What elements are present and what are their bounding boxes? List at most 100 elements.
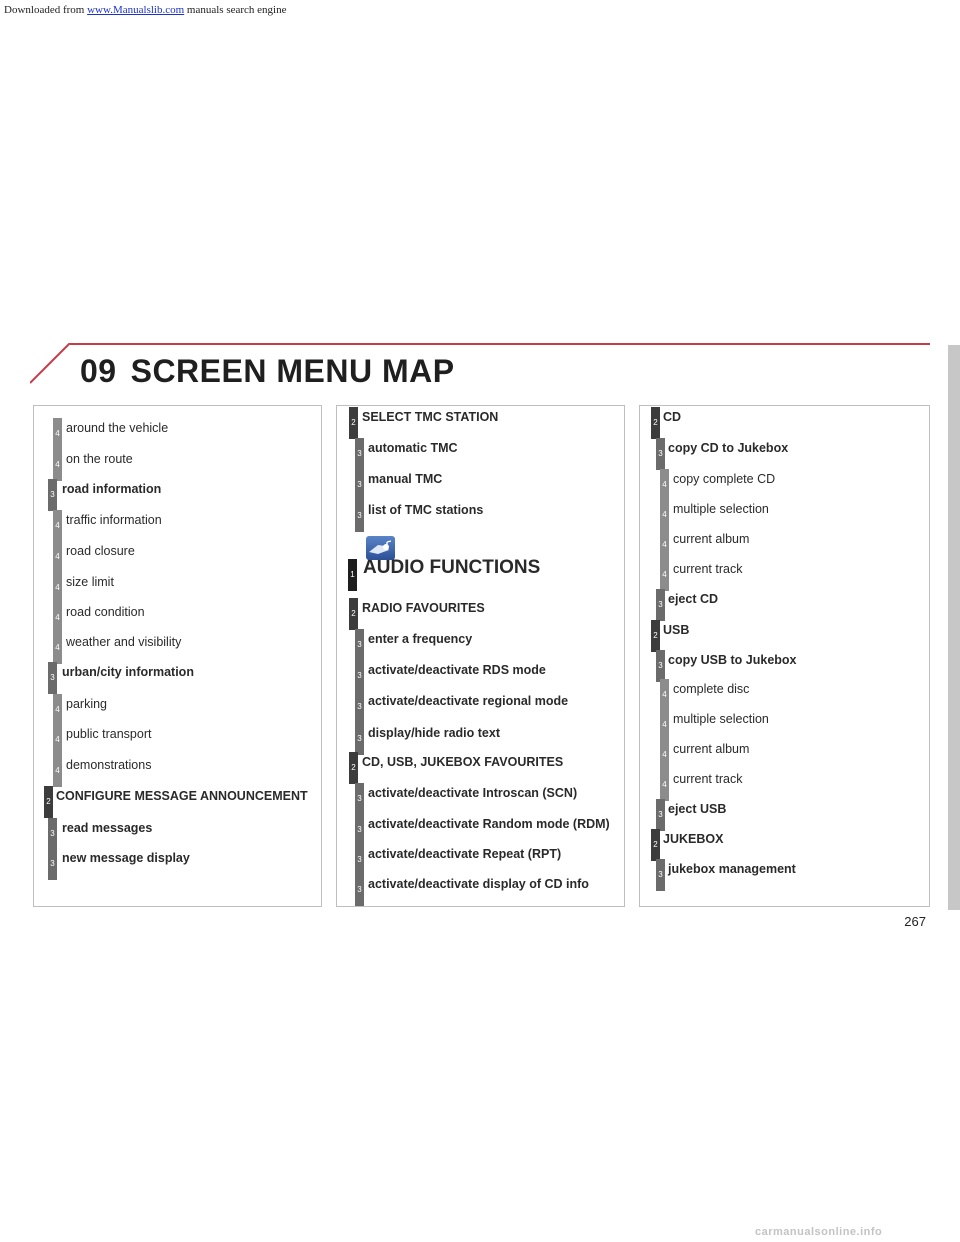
download-note: Downloaded from www.Manualslib.com manua…	[4, 4, 286, 16]
level-marker: 3	[355, 660, 364, 692]
menu-item-label: enter a frequency	[368, 632, 473, 646]
menu-panel-middle	[336, 405, 625, 907]
menu-item-label: current track	[673, 562, 743, 576]
menu-item-label: around the vehicle	[66, 421, 169, 435]
menu-item-label: parking	[66, 697, 107, 711]
menu-item-label: automatic TMC	[368, 441, 458, 455]
level-marker: 3	[355, 500, 364, 532]
level-marker: 4	[660, 469, 669, 501]
level-marker: 2	[349, 752, 358, 784]
level-marker: 4	[660, 769, 669, 801]
header-corner-line	[30, 343, 90, 403]
manualslib-link[interactable]: www.Manualslib.com	[87, 4, 185, 16]
menu-item-label: copy USB to Jukebox	[668, 653, 797, 667]
menu-item-label: public transport	[66, 727, 152, 741]
level-marker: 4	[53, 510, 62, 542]
download-prefix: Downloaded from	[4, 4, 88, 16]
menu-item-label: read messages	[62, 821, 153, 835]
level-marker: 1	[348, 559, 357, 591]
level-marker: 4	[660, 559, 669, 591]
menu-item-label: demonstrations	[66, 758, 152, 772]
level-marker: 3	[355, 783, 364, 815]
menu-item-label: USB	[663, 623, 690, 637]
menu-item-label: multiple selection	[673, 502, 769, 516]
level-marker: 4	[53, 541, 62, 573]
level-marker: 4	[660, 739, 669, 771]
menu-item-label: current album	[673, 742, 750, 756]
menu-item-label: new message display	[62, 851, 190, 865]
level-marker: 2	[651, 620, 660, 652]
level-marker: 4	[53, 418, 62, 450]
menu-item-label: RADIO FAVOURITES	[362, 601, 485, 615]
level-marker: 4	[660, 679, 669, 711]
level-marker: 3	[355, 874, 364, 906]
header-rule	[70, 343, 930, 345]
chapter-title: SCREEN MENU MAP	[130, 353, 455, 389]
menu-item-label: AUDIO FUNCTIONS	[363, 557, 541, 578]
menu-item-label: eject CD	[668, 592, 719, 606]
menu-item-label: eject USB	[668, 802, 727, 816]
level-marker: 3	[48, 662, 57, 694]
level-marker: 2	[651, 829, 660, 861]
level-marker: 3	[48, 818, 57, 850]
menu-item-label: copy CD to Jukebox	[668, 441, 789, 455]
menu-item-label: activate/deactivate Introscan (SCN)	[368, 786, 578, 800]
menu-item-label: on the route	[66, 452, 133, 466]
level-marker: 4	[53, 602, 62, 634]
level-marker: 4	[660, 499, 669, 531]
menu-item-label: activate/deactivate regional mode	[368, 694, 569, 708]
menu-item-label: road information	[62, 482, 162, 496]
level-marker: 4	[53, 572, 62, 604]
download-suffix: manuals search engine	[184, 4, 287, 16]
menu-item-label: copy complete CD	[673, 472, 776, 486]
music-note-icon	[366, 536, 395, 560]
level-marker: 3	[656, 799, 665, 831]
page-edge-strip	[948, 345, 960, 910]
menu-item-label: road condition	[66, 605, 145, 619]
level-marker: 3	[355, 629, 364, 661]
menu-item-label: SELECT TMC STATION	[362, 410, 499, 424]
menu-item-label: CD	[663, 410, 682, 424]
menu-item-label: activate/deactivate Random mode (RDM)	[368, 817, 610, 831]
menu-item-label: size limit	[66, 575, 114, 589]
level-marker: 2	[44, 786, 53, 818]
menu-panel-left	[33, 405, 322, 907]
menu-item-label: list of TMC stations	[368, 503, 484, 517]
menu-item-label: CD, USB, JUKEBOX FAVOURITES	[362, 755, 564, 769]
footer-watermark: carmanualsonline.info	[755, 1226, 883, 1238]
page-number: 267	[904, 914, 926, 929]
level-marker: 4	[53, 694, 62, 726]
level-marker: 4	[53, 449, 62, 481]
menu-item-label: manual TMC	[368, 472, 443, 486]
level-marker: 2	[349, 598, 358, 630]
level-marker: 3	[355, 814, 364, 846]
menu-item-label: multiple selection	[673, 712, 769, 726]
level-marker: 4	[53, 724, 62, 756]
menu-item-label: activate/deactivate Repeat (RPT)	[368, 847, 562, 861]
menu-item-label: traffic information	[66, 513, 162, 527]
menu-item-label: complete disc	[673, 682, 750, 696]
level-marker: 3	[48, 848, 57, 880]
menu-panel-right	[639, 405, 930, 907]
menu-item-label: current track	[673, 772, 743, 786]
menu-item-label: weather and visibility	[66, 635, 182, 649]
level-marker: 3	[355, 691, 364, 723]
menu-item-label: CONFIGURE MESSAGE ANNOUNCEMENT	[56, 789, 308, 803]
level-marker: 3	[355, 469, 364, 501]
level-marker: 3	[656, 650, 665, 682]
menu-item-label: activate/deactivate RDS mode	[368, 663, 546, 677]
menu-item-label: road closure	[66, 544, 135, 558]
menu-item-label: activate/deactivate display of CD info	[368, 877, 589, 891]
level-marker: 4	[660, 529, 669, 561]
level-marker: 2	[349, 407, 358, 439]
menu-item-label: display/hide radio text	[368, 726, 500, 740]
menu-item-label: JUKEBOX	[663, 832, 724, 846]
level-marker: 3	[355, 438, 364, 470]
level-marker: 4	[53, 632, 62, 664]
menu-item-label: jukebox management	[668, 862, 796, 876]
level-marker: 3	[355, 723, 364, 755]
level-marker: 3	[656, 438, 665, 470]
level-marker: 4	[660, 709, 669, 741]
menu-item-label: current album	[673, 532, 750, 546]
